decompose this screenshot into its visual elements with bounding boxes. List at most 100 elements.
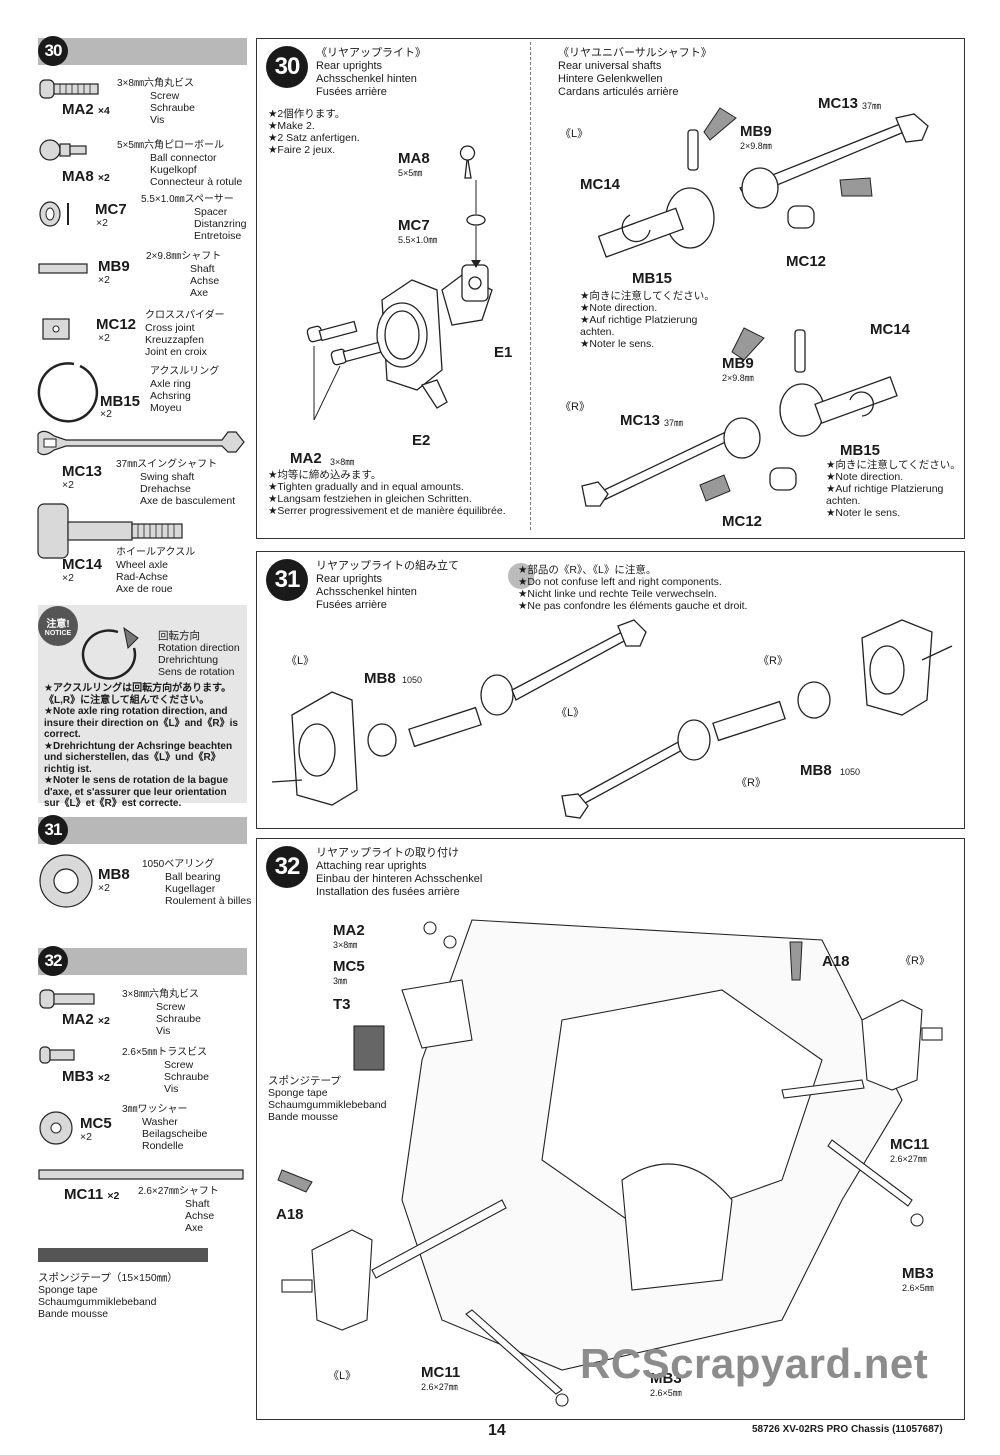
label-mb3: MB3 bbox=[902, 1265, 934, 1282]
label-mb9: MB9 bbox=[722, 355, 754, 372]
part-fr: Axe de basculement bbox=[140, 495, 236, 507]
rotation-de: Drehrichtung bbox=[158, 654, 219, 666]
tape-label: Schaumgummiklebeband bbox=[268, 1099, 387, 1111]
label-ma2-dim: 3×8㎜ bbox=[333, 940, 358, 950]
part-de: Schraube bbox=[156, 1013, 201, 1025]
part-fr: Connecteur à rotule bbox=[150, 176, 243, 188]
label-R: 《R》 bbox=[758, 655, 788, 667]
panel-title-jp: 《リヤユニバーサルシャフト》 bbox=[558, 47, 712, 59]
label-mc5: MC5 bbox=[333, 958, 365, 975]
label-mc14: MC14 bbox=[870, 321, 911, 338]
part-qty: ×2 bbox=[80, 1131, 92, 1143]
panel-title-jp: リヤアップライトの組み立て bbox=[316, 560, 459, 572]
panel-title-de: Einbau der hinteren Achsschenkel bbox=[316, 873, 483, 885]
step32-header-bar bbox=[38, 948, 247, 975]
label-a18: A18 bbox=[822, 953, 850, 970]
part-de: Schraube bbox=[150, 102, 195, 114]
part-en: Ball connector bbox=[150, 152, 217, 164]
label-ma2-dim: 3×8㎜ bbox=[330, 457, 355, 467]
part-de: Drehachse bbox=[140, 483, 191, 495]
label-R: 《R》 bbox=[736, 777, 766, 789]
part-qty: ×2 bbox=[96, 217, 108, 229]
note: ★向きに注意してください。 bbox=[580, 290, 715, 302]
label-mc12: MC12 bbox=[786, 253, 827, 270]
part-qty: ×2 bbox=[107, 1190, 120, 1202]
chassis-assembly-illustration bbox=[277, 919, 943, 1407]
panel-title-fr: Fusées arrière bbox=[316, 599, 387, 611]
note: ★Tighten gradually and in equal amounts. bbox=[268, 481, 464, 493]
part-en: Washer bbox=[142, 1116, 178, 1128]
panel-title-de: Achsschenkel hinten bbox=[316, 73, 417, 85]
note: ★Noter le sens. bbox=[826, 507, 901, 519]
step30-number: 30 bbox=[38, 36, 68, 66]
part-jp: 2.6×5㎜トラスビス bbox=[122, 1047, 208, 1058]
part-en: Cross joint bbox=[145, 322, 195, 334]
label-mb9-dim: 2×9.8㎜ bbox=[722, 373, 754, 383]
ball-connector-icon bbox=[39, 139, 87, 161]
note: ★Serrer progressivement et de manière éq… bbox=[268, 505, 506, 517]
rotation-jp: 回転方向 bbox=[158, 630, 200, 642]
note: ★Ne pas confondre les éléments gauche et… bbox=[518, 600, 748, 612]
spacer-icon bbox=[39, 201, 69, 227]
notice-line: ★Note axle ring rotation direction, and bbox=[44, 706, 228, 717]
step31-number: 31 bbox=[38, 815, 68, 845]
part-code: MC11 bbox=[64, 1186, 104, 1203]
page-number: 14 bbox=[488, 1422, 506, 1439]
panel-title-jp: 《リヤアップライト》 bbox=[316, 47, 426, 59]
tape-de: Schaumgummiklebeband bbox=[38, 1296, 157, 1308]
part-jp: 3×8㎜六角丸ビス bbox=[117, 78, 194, 89]
label-mc13: MC13 bbox=[818, 95, 859, 112]
note: ★Faire 2 jeux. bbox=[268, 144, 336, 156]
shaft-icon bbox=[38, 263, 88, 274]
step30-panel bbox=[256, 38, 965, 539]
note: ★2個作ります。 bbox=[268, 108, 346, 120]
note: ★Langsam festziehen in gleichen Schritte… bbox=[268, 493, 472, 505]
sponge-tape-icon bbox=[38, 1248, 208, 1262]
rotation-en: Rotation direction bbox=[158, 642, 240, 654]
part-de: Achse bbox=[190, 275, 220, 287]
label-mc13-dim: 37㎜ bbox=[664, 418, 684, 428]
part-jp: 37㎜スイングシャフト bbox=[116, 459, 218, 470]
part-qty: ×2 bbox=[97, 1072, 110, 1084]
label-ma8: MA8 bbox=[398, 150, 430, 167]
part-qty: ×2 bbox=[100, 408, 112, 420]
tape-label: Sponge tape bbox=[268, 1087, 328, 1099]
warning-icon bbox=[508, 563, 534, 589]
panel-title-fr: Cardans articulés arrière bbox=[558, 86, 679, 98]
panel-title-de: Hintere Gelenkwellen bbox=[558, 73, 663, 85]
panel-title-fr: Fusées arrière bbox=[316, 86, 387, 98]
label-ma2: MA2 bbox=[333, 922, 365, 939]
part-de: Achsring bbox=[150, 390, 191, 402]
label-mc12: MC12 bbox=[722, 513, 763, 530]
wheel-axle-icon bbox=[37, 503, 183, 559]
part-en: Ball bearing bbox=[165, 871, 221, 883]
notice-line: 《L,R》に注意して組んでください。 bbox=[44, 694, 210, 706]
part-fr: Axe de roue bbox=[116, 583, 173, 595]
cross-joint-icon bbox=[42, 318, 70, 340]
part-jp: 2×9.8㎜シャフト bbox=[146, 251, 222, 262]
watermark: RCScrapyard.net bbox=[580, 1340, 929, 1387]
label-ma2: MA2 bbox=[290, 450, 322, 467]
part-en: Screw bbox=[164, 1059, 194, 1071]
part-fr: Entretoise bbox=[194, 230, 242, 242]
part-code: MC13 bbox=[62, 463, 103, 480]
part-qty: ×2 bbox=[98, 882, 110, 894]
label-R: 《R》 bbox=[560, 401, 590, 413]
label-mb8-dim: 1050 bbox=[840, 767, 861, 777]
part-fr: Vis bbox=[156, 1025, 171, 1037]
tape-label: Bande mousse bbox=[268, 1111, 339, 1123]
notice-line: und sicherstellen, das《L》und《R》richtig i… bbox=[44, 752, 221, 775]
label-L: 《L》 bbox=[286, 655, 315, 667]
notice-badge-en: NOTICE bbox=[44, 630, 72, 637]
part-de: Beilagscheibe bbox=[142, 1128, 208, 1140]
model-info: 58726 XV-02RS PRO Chassis (11057687) bbox=[752, 1424, 943, 1435]
washer-icon bbox=[39, 1111, 73, 1145]
notice-line: insure their direction on《L》and《R》is bbox=[44, 717, 238, 729]
panel-divider bbox=[530, 42, 531, 530]
note: ★向きに注意してください。 bbox=[826, 459, 961, 471]
notice-line: ★Drehrichtung der Achsringe beachten bbox=[44, 740, 233, 752]
part-en: Screw bbox=[156, 1001, 186, 1013]
part-qty: ×2 bbox=[98, 332, 110, 344]
part-en: Axle ring bbox=[150, 378, 191, 390]
panel-title-en: Rear universal shafts bbox=[558, 60, 662, 72]
